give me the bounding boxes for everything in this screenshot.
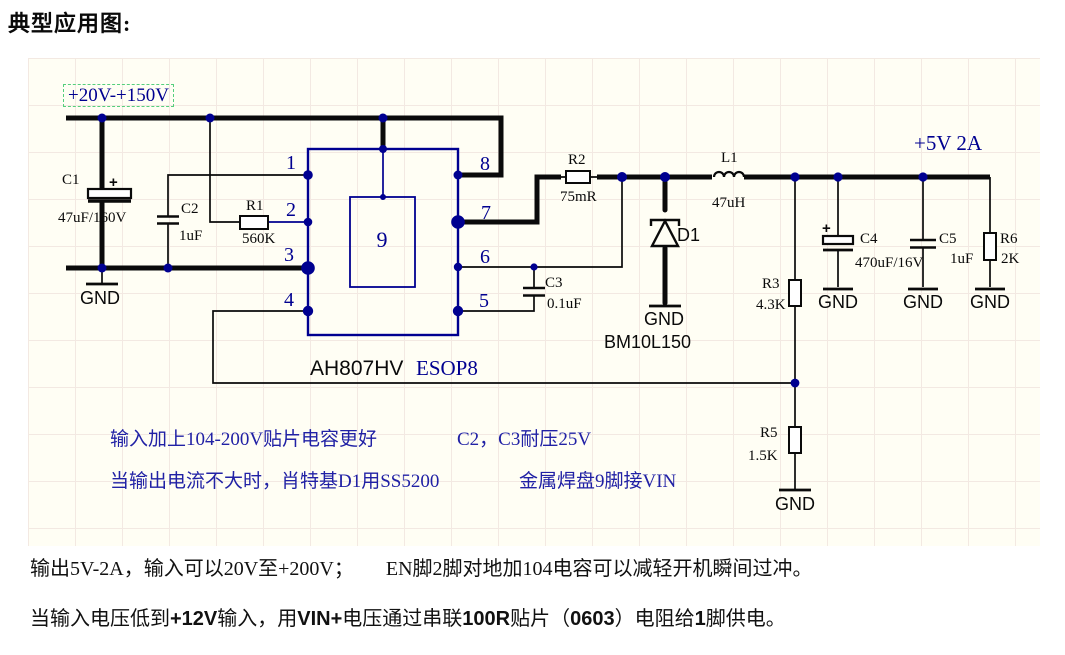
pin-3-number: 3 — [284, 244, 294, 266]
gnd-label: GND — [775, 494, 815, 514]
c4-value: 470uF/16V — [855, 255, 924, 271]
c1-value: 47uF/160V — [58, 210, 127, 226]
r2-value: 75mR — [560, 189, 597, 205]
c3-ref: C3 — [545, 275, 563, 291]
gnd-label: GND — [818, 292, 858, 312]
c4-symbol — [821, 234, 855, 252]
d1-part-number: BM10L150 — [604, 332, 691, 352]
junction-dots — [97, 113, 928, 388]
l1-value: 47uH — [712, 195, 746, 211]
resistor-bodies — [239, 170, 997, 454]
l1-coil — [712, 170, 746, 178]
note-line-1: 输出5V-2A，输入可以20V至+200V；EN脚2脚对地加104电容可以减轻开… — [30, 558, 813, 580]
c5-symbol — [910, 238, 936, 249]
annotation-row1-right: C2，C3耐压25V — [457, 428, 591, 450]
r3-value: 4.3K — [756, 297, 786, 313]
r2-body — [565, 170, 591, 184]
c1-symbol — [86, 187, 133, 203]
gnd-label: GND — [80, 288, 120, 308]
c3-symbol — [523, 286, 545, 297]
signal-wires — [101, 118, 991, 489]
pin-8-number: 8 — [480, 153, 490, 175]
pin-5-number: 5 — [479, 290, 489, 312]
c1-plus-sign: + — [109, 174, 118, 191]
pad-9-number: 9 — [377, 227, 388, 252]
gnd-label: GND — [644, 309, 684, 329]
page-title: 典型应用图: — [8, 11, 132, 36]
annotation-row1-left: 输入加上104-200V贴片电容更好 — [110, 428, 377, 450]
pin-4-number: 4 — [284, 289, 294, 311]
ic-part-number: AH807HV — [310, 357, 403, 380]
c4-ref: C4 — [860, 231, 878, 247]
r3-body — [788, 279, 802, 307]
r6-body — [983, 232, 997, 261]
note-line-2: 当输入电压低到+12V输入，用VIN+电压通过串联100R贴片（0603）电阻给… — [30, 608, 786, 630]
pin-6-number: 6 — [480, 246, 490, 268]
r1-ref: R1 — [246, 198, 264, 214]
r3-ref: R3 — [762, 276, 780, 292]
c3-value: 0.1uF — [547, 296, 582, 312]
pin-7-number: 7 — [481, 202, 491, 224]
r6-value: 2K — [1001, 251, 1020, 267]
r6-ref: R6 — [1000, 231, 1018, 247]
c4-plus-sign: + — [822, 220, 831, 237]
r5-body — [788, 426, 802, 454]
r2-ref: R2 — [568, 152, 586, 168]
pin-1-number: 1 — [286, 152, 296, 174]
annotation-row2-right: 金属焊盘9脚接VIN — [519, 470, 677, 492]
ic-package: ESOP8 — [416, 356, 478, 380]
c2-symbol — [157, 215, 179, 225]
input-voltage-label: +20V-+150V — [63, 84, 174, 107]
r1-value: 560K — [242, 231, 276, 247]
power-path-wires — [458, 174, 990, 306]
d1-ref: D1 — [677, 225, 700, 245]
r5-value: 1.5K — [748, 448, 778, 464]
gnd-symbols — [86, 282, 1005, 492]
c2-value: 1uF — [179, 228, 202, 244]
output-voltage-label: +5V 2A — [914, 131, 983, 155]
c5-value: 1uF — [950, 251, 973, 267]
gnd-label: GND — [970, 292, 1010, 312]
r1-body — [239, 215, 269, 230]
d1-symbol — [649, 218, 681, 248]
l1-ref: L1 — [721, 150, 738, 166]
gnd-label: GND — [903, 292, 943, 312]
c2-ref: C2 — [181, 201, 199, 217]
r5-ref: R5 — [760, 425, 778, 441]
c5-ref: C5 — [939, 231, 957, 247]
pin-2-number: 2 — [286, 199, 296, 221]
c1-ref: C1 — [62, 172, 80, 188]
annotation-row2-left: 当输出电流不大时，肖特基D1用SS5200 — [110, 470, 439, 492]
